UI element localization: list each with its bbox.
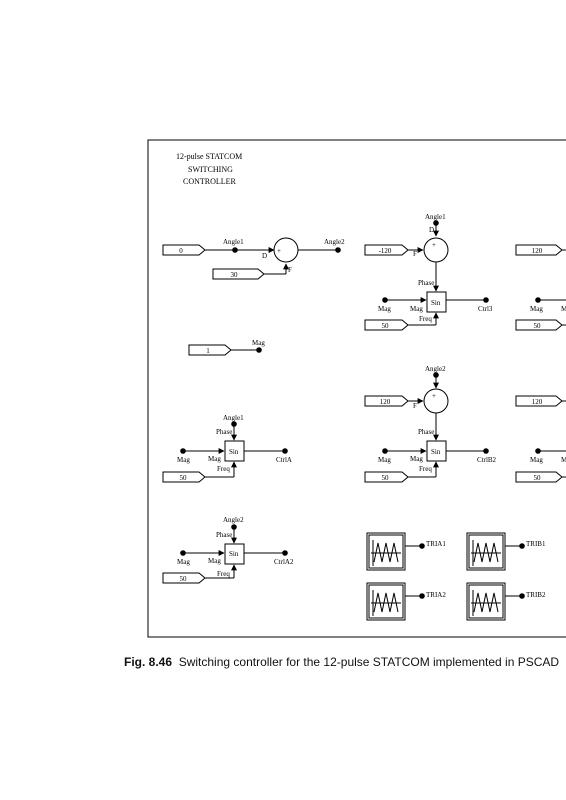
figure-caption-text: Switching controller for the 12-pulse ST… — [178, 655, 560, 669]
sin-label-c: Sin — [431, 299, 441, 307]
mag-partial-label-a: M — [561, 305, 566, 313]
freq-50-box-a — [162, 471, 206, 483]
sin-label-b: Sin — [229, 550, 239, 558]
freq-label-c: Freq — [419, 315, 432, 323]
const-120-box-right-b — [515, 395, 563, 407]
diagram-frame — [147, 139, 566, 638]
const-30-box — [212, 268, 265, 280]
mag-label-c: Mag — [208, 455, 221, 463]
freq-label-a: Freq — [217, 465, 230, 473]
freq-50-a-value: 50 — [180, 474, 188, 482]
sum-junction-3 — [423, 388, 449, 414]
sum1-plus-label: + — [277, 247, 281, 255]
tria1-generator — [366, 532, 425, 571]
angle1-node — [232, 247, 238, 253]
sum1-f-label: F — [288, 266, 292, 274]
mag-label-a: Mag — [252, 339, 265, 347]
trib2-label: TRIB2 — [526, 591, 546, 599]
figure-caption: Fig. 8.46 Switching controller for the 1… — [124, 655, 559, 669]
figure-label: Fig. 8.46 — [124, 655, 173, 669]
freq-50-box-f — [515, 471, 563, 483]
freq-50-b-value: 50 — [180, 575, 188, 583]
const-0-value: 0 — [179, 247, 183, 255]
tria1-label: TRIA1 — [426, 540, 446, 548]
freq-50-box-c — [364, 319, 409, 331]
const-neg120-box — [364, 244, 409, 256]
freq-50-box-e — [515, 319, 563, 331]
sum2-f-label: F — [413, 250, 417, 258]
sin-label-a: Sin — [229, 448, 239, 456]
title-line-2: SWITCHING — [188, 165, 233, 174]
const-120-right-b-value: 120 — [532, 398, 543, 406]
sin-block-ctrl3 — [426, 291, 447, 313]
tria2-generator — [366, 582, 425, 621]
mag-label-b: Mag — [177, 456, 190, 464]
ctrl3-label: Ctrl3 — [478, 305, 493, 313]
mag-label-f: Mag — [378, 305, 391, 313]
sum2-plus-label: + — [432, 241, 436, 249]
freq-50-c-value: 50 — [382, 322, 390, 330]
tria2-label: TRIA2 — [426, 591, 446, 599]
freq-50-box-b — [162, 572, 206, 584]
mag-label-k: Mag — [530, 456, 543, 464]
const-30-value: 30 — [231, 271, 239, 279]
freq-50-f-value: 50 — [534, 474, 542, 482]
trib1-label: TRIB1 — [526, 540, 546, 548]
mag-label-e: Mag — [208, 557, 221, 565]
sin-label-d: Sin — [431, 448, 441, 456]
const-1-box — [188, 344, 232, 356]
mag-label-i: Mag — [410, 455, 423, 463]
const-120-box-mid — [364, 395, 409, 407]
phase-label-c: Phase — [418, 279, 434, 287]
const-120-mid-value: 120 — [380, 398, 391, 406]
title-line-3: CONTROLLER — [183, 177, 237, 186]
freq-50-d-value: 50 — [382, 474, 390, 482]
mag-label-d: Mag — [177, 558, 190, 566]
sin-block-ctrla2 — [224, 543, 245, 565]
sum3-f-label: F — [413, 402, 417, 410]
angle1-label-a: Angle1 — [223, 238, 244, 246]
freq-50-e-value: 50 — [534, 322, 542, 330]
angle1-label-b: Angle1 — [223, 414, 244, 422]
sum2-d-label: D — [429, 226, 434, 234]
const-0-box — [162, 244, 206, 256]
angle2-label-a: Angle2 — [324, 238, 345, 246]
trib1-generator — [466, 532, 525, 571]
const-120-right-a-value: 120 — [532, 247, 543, 255]
freq-label-d: Freq — [419, 465, 432, 473]
trib2-generator — [466, 582, 525, 621]
angle2-label-b: Angle2 — [223, 516, 244, 524]
phase-label-b: Phase — [216, 531, 232, 539]
sum1-d-label: D — [262, 252, 267, 260]
const-1-value: 1 — [206, 347, 210, 355]
sum-junction-2 — [423, 237, 449, 263]
const-120-box-right-a — [515, 244, 563, 256]
sum3-plus-label: + — [432, 392, 436, 400]
mag-label-g: Mag — [410, 305, 423, 313]
mag-label-h: Mag — [378, 456, 391, 464]
mag-partial-label-b: M — [561, 456, 566, 464]
phase-label-a: Phase — [216, 428, 232, 436]
angle2-node — [335, 247, 341, 253]
angle2-label-c: Angle2 — [425, 365, 446, 373]
mag-label-j: Mag — [530, 305, 543, 313]
title-line-1: 12-pulse STATCOM — [176, 152, 242, 161]
phase-label-d: Phase — [418, 428, 434, 436]
ctrla-label: CtrlA — [276, 456, 292, 464]
angle1-label-c: Angle1 — [425, 213, 446, 221]
ctrla2-label: CtrlA2 — [274, 558, 294, 566]
const-neg120-value: -120 — [379, 247, 392, 255]
freq-label-b: Freq — [217, 570, 230, 578]
ctrlb2-label: CtrlB2 — [477, 456, 497, 464]
freq-50-box-d — [364, 471, 409, 483]
mag-node — [256, 347, 262, 353]
